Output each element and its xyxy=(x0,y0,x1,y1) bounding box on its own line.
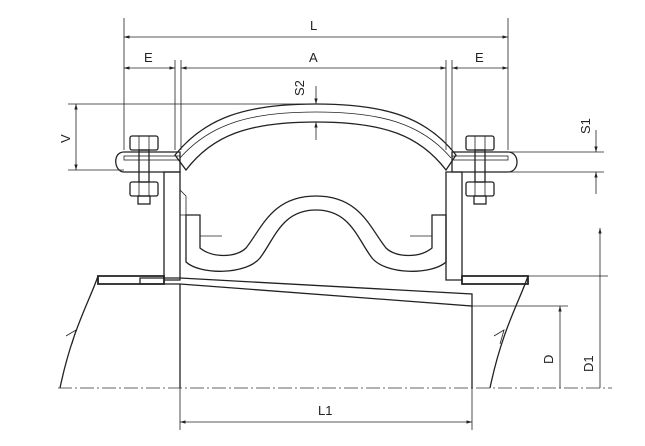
upper-arch-bellow xyxy=(174,103,457,172)
dimension-S2: S2 xyxy=(292,80,318,140)
label-L1: L1 xyxy=(318,403,332,418)
label-D: D xyxy=(541,355,556,364)
label-S1: S1 xyxy=(578,118,593,134)
label-L: L xyxy=(310,18,317,33)
label-E-left: E xyxy=(144,50,153,65)
right-flange-plate xyxy=(445,171,463,281)
extension-lines xyxy=(123,18,509,150)
inner-sleeve xyxy=(139,277,473,388)
dimension-A: A xyxy=(181,50,446,70)
label-D1: D1 xyxy=(581,355,596,372)
left-bolt xyxy=(129,135,159,205)
label-V: V xyxy=(58,134,73,143)
label-A: A xyxy=(309,50,318,65)
dimension-E-right: E xyxy=(452,50,508,70)
label-E-right: E xyxy=(475,50,484,65)
dimension-L: L xyxy=(124,18,508,39)
right-bolt xyxy=(465,135,495,205)
dimension-L1: L1 xyxy=(179,388,473,430)
dimension-V: V xyxy=(58,103,316,171)
left-flange-plate xyxy=(163,171,187,281)
dimension-D1: D1 xyxy=(528,228,608,388)
right-flange-bead xyxy=(451,151,518,173)
left-flange-bead xyxy=(115,151,181,173)
dimension-D: D xyxy=(472,305,568,388)
left-pipe xyxy=(59,275,165,389)
label-S2: S2 xyxy=(292,80,307,96)
inner-convolution xyxy=(185,195,447,272)
right-pipe xyxy=(461,275,529,389)
dimension-S1: S1 xyxy=(508,118,604,194)
dimension-E-left: E xyxy=(124,50,175,70)
